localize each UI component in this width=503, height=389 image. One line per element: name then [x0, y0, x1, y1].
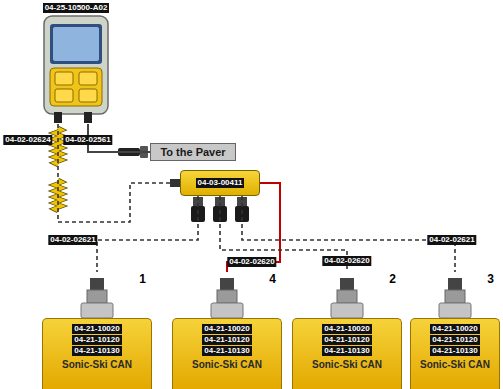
part-number-tag: 04-21-10020 [322, 324, 371, 334]
part-number-tag: 04-21-10120 [322, 335, 371, 345]
controller: 04-25-10500-A02 [40, 2, 112, 124]
plug-nut [90, 278, 104, 290]
key [79, 89, 97, 102]
product-name: Sonic-Ski CAN [43, 359, 151, 371]
key [79, 72, 97, 85]
controller-device [44, 16, 108, 123]
part-number-tag: 04-21-10120 [72, 335, 121, 345]
cable-label: 04-02-02561 [63, 135, 112, 145]
keypad [50, 68, 102, 106]
destination-label: To the Paver [160, 146, 225, 159]
sensor-socket [81, 303, 113, 318]
part-number-tag: 04-21-10020 [72, 324, 121, 334]
part-number-tag: 04-21-10020 [202, 324, 251, 334]
plug-nut [448, 278, 462, 290]
callout-number: 1 [139, 272, 146, 286]
plug-nut [340, 278, 354, 290]
callout-number: 4 [269, 272, 276, 286]
part-number-tag: 04-25-10500-A02 [43, 3, 110, 13]
sensor: 04-21-1002004-21-1012004-21-10130Sonic-S… [292, 272, 402, 389]
part-number-tag: 04-21-10130 [72, 346, 121, 356]
part-number-tag: 04-21-10020 [430, 324, 479, 334]
sensor-socket [439, 303, 471, 318]
sensor-body: 04-21-1002004-21-1012004-21-10130Sonic-S… [172, 318, 282, 389]
cable [97, 196, 198, 272]
product-name: Sonic-Ski CAN [173, 359, 281, 371]
part-number-tag: 04-21-10130 [430, 346, 479, 356]
part-number-tag: 04-03-00411 [196, 178, 245, 188]
connector-plug [84, 112, 92, 123]
sensor-body: 04-21-1002004-21-1012004-21-10130Sonic-S… [292, 318, 402, 389]
cable-label: 04-02-02620 [322, 256, 371, 266]
callout-number: 3 [487, 272, 494, 286]
plug-body [337, 290, 357, 303]
destination-box: To the Paver [150, 143, 236, 161]
product-name: Sonic-Ski CAN [411, 359, 499, 371]
screen [53, 27, 99, 61]
part-number-tag: 04-21-10120 [202, 335, 251, 345]
cable [227, 183, 280, 272]
sensor-socket [331, 303, 363, 318]
sensor-body: 04-21-1002004-21-1012004-21-10130Sonic-S… [42, 318, 152, 389]
key [55, 72, 73, 85]
part-number-tag: 04-21-10130 [322, 346, 371, 356]
cable-label: 04-02-02621 [48, 235, 97, 245]
screen-bezel [50, 24, 102, 64]
junction-box: 04-03-00411 [180, 170, 260, 196]
cable-label: 04-02-02620 [227, 257, 276, 267]
product-name: Sonic-Ski CAN [293, 359, 401, 371]
cable [58, 124, 180, 222]
plug-body [87, 290, 107, 303]
sensor: 04-21-1002004-21-1012004-21-10130Sonic-S… [410, 272, 500, 389]
sensor-socket [211, 303, 243, 318]
part-number-tag: 04-21-10120 [430, 335, 479, 345]
cable-label: 04-02-02621 [427, 235, 476, 245]
sensor: 04-21-1002004-21-1012004-21-10130Sonic-S… [172, 272, 282, 389]
sensor: 04-21-1002004-21-1012004-21-10130Sonic-S… [42, 272, 152, 389]
connector-plug [54, 112, 62, 123]
plug-body [445, 290, 465, 303]
key [55, 89, 73, 102]
plug-nut [220, 278, 234, 290]
controller-housing [44, 16, 108, 114]
plug-body [217, 290, 237, 303]
part-number-tag: 04-21-10130 [202, 346, 251, 356]
callout-number: 2 [389, 272, 396, 286]
sensor-body: 04-21-1002004-21-1012004-21-10130Sonic-S… [410, 318, 500, 389]
cable-label: 04-02-02624 [3, 135, 52, 145]
